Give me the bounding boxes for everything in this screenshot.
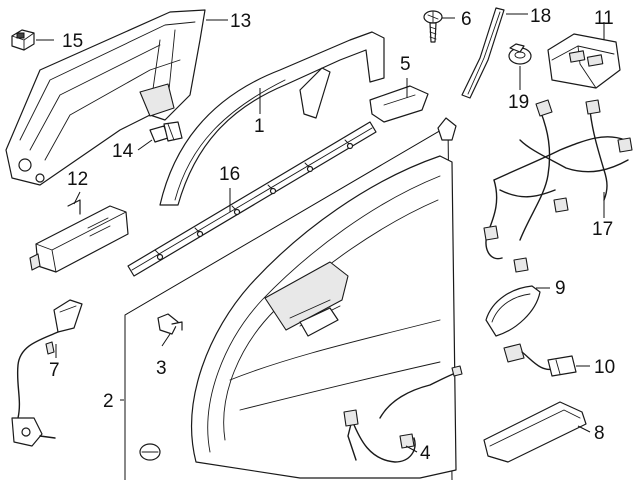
screw-part [423,10,443,43]
clip-3-part [157,313,183,335]
callout-10: 10 [594,357,615,378]
callout-7: 7 [49,360,60,381]
main-harness-part [483,99,633,273]
connector-part [503,343,577,377]
callout-19: 19 [508,92,529,113]
door-trim-panel-part [124,117,457,481]
window-regulator-part [5,9,206,186]
trim-piece-part [369,85,429,123]
callout-4: 4 [420,443,431,464]
callout-13: 13 [230,11,251,32]
callout-12: 12 [67,169,88,190]
frame-moulding-part [159,31,385,206]
trim-strip-part [127,121,377,277]
callout-1: 1 [254,116,265,137]
push-pin-part [508,43,532,65]
callout-6: 6 [461,9,472,30]
cover-plate-part [485,285,541,337]
leader-lines [36,13,605,453]
callout-11: 11 [594,8,614,29]
callout-18: 18 [530,6,551,27]
callout-3: 3 [156,358,167,379]
callout-labels: 1 2 3 4 5 6 7 8 9 10 11 12 13 14 15 16 1… [49,6,615,464]
weatherstrip-part [461,7,505,99]
callout-16: 16 [219,164,240,185]
trim-insert-part [483,401,587,463]
switch-block-part [547,33,621,89]
callout-2: 2 [103,391,114,412]
callout-8: 8 [594,423,605,444]
door-latch-part [11,299,83,447]
callout-5: 5 [400,54,411,75]
callout-17: 17 [592,219,613,240]
clip-part [11,29,35,51]
wiring-harness-part [343,365,463,463]
callout-15: 15 [62,31,83,52]
push-clip-part [149,121,183,143]
door-module-part [29,199,129,273]
callout-14: 14 [112,141,134,162]
callout-9: 9 [555,278,566,299]
